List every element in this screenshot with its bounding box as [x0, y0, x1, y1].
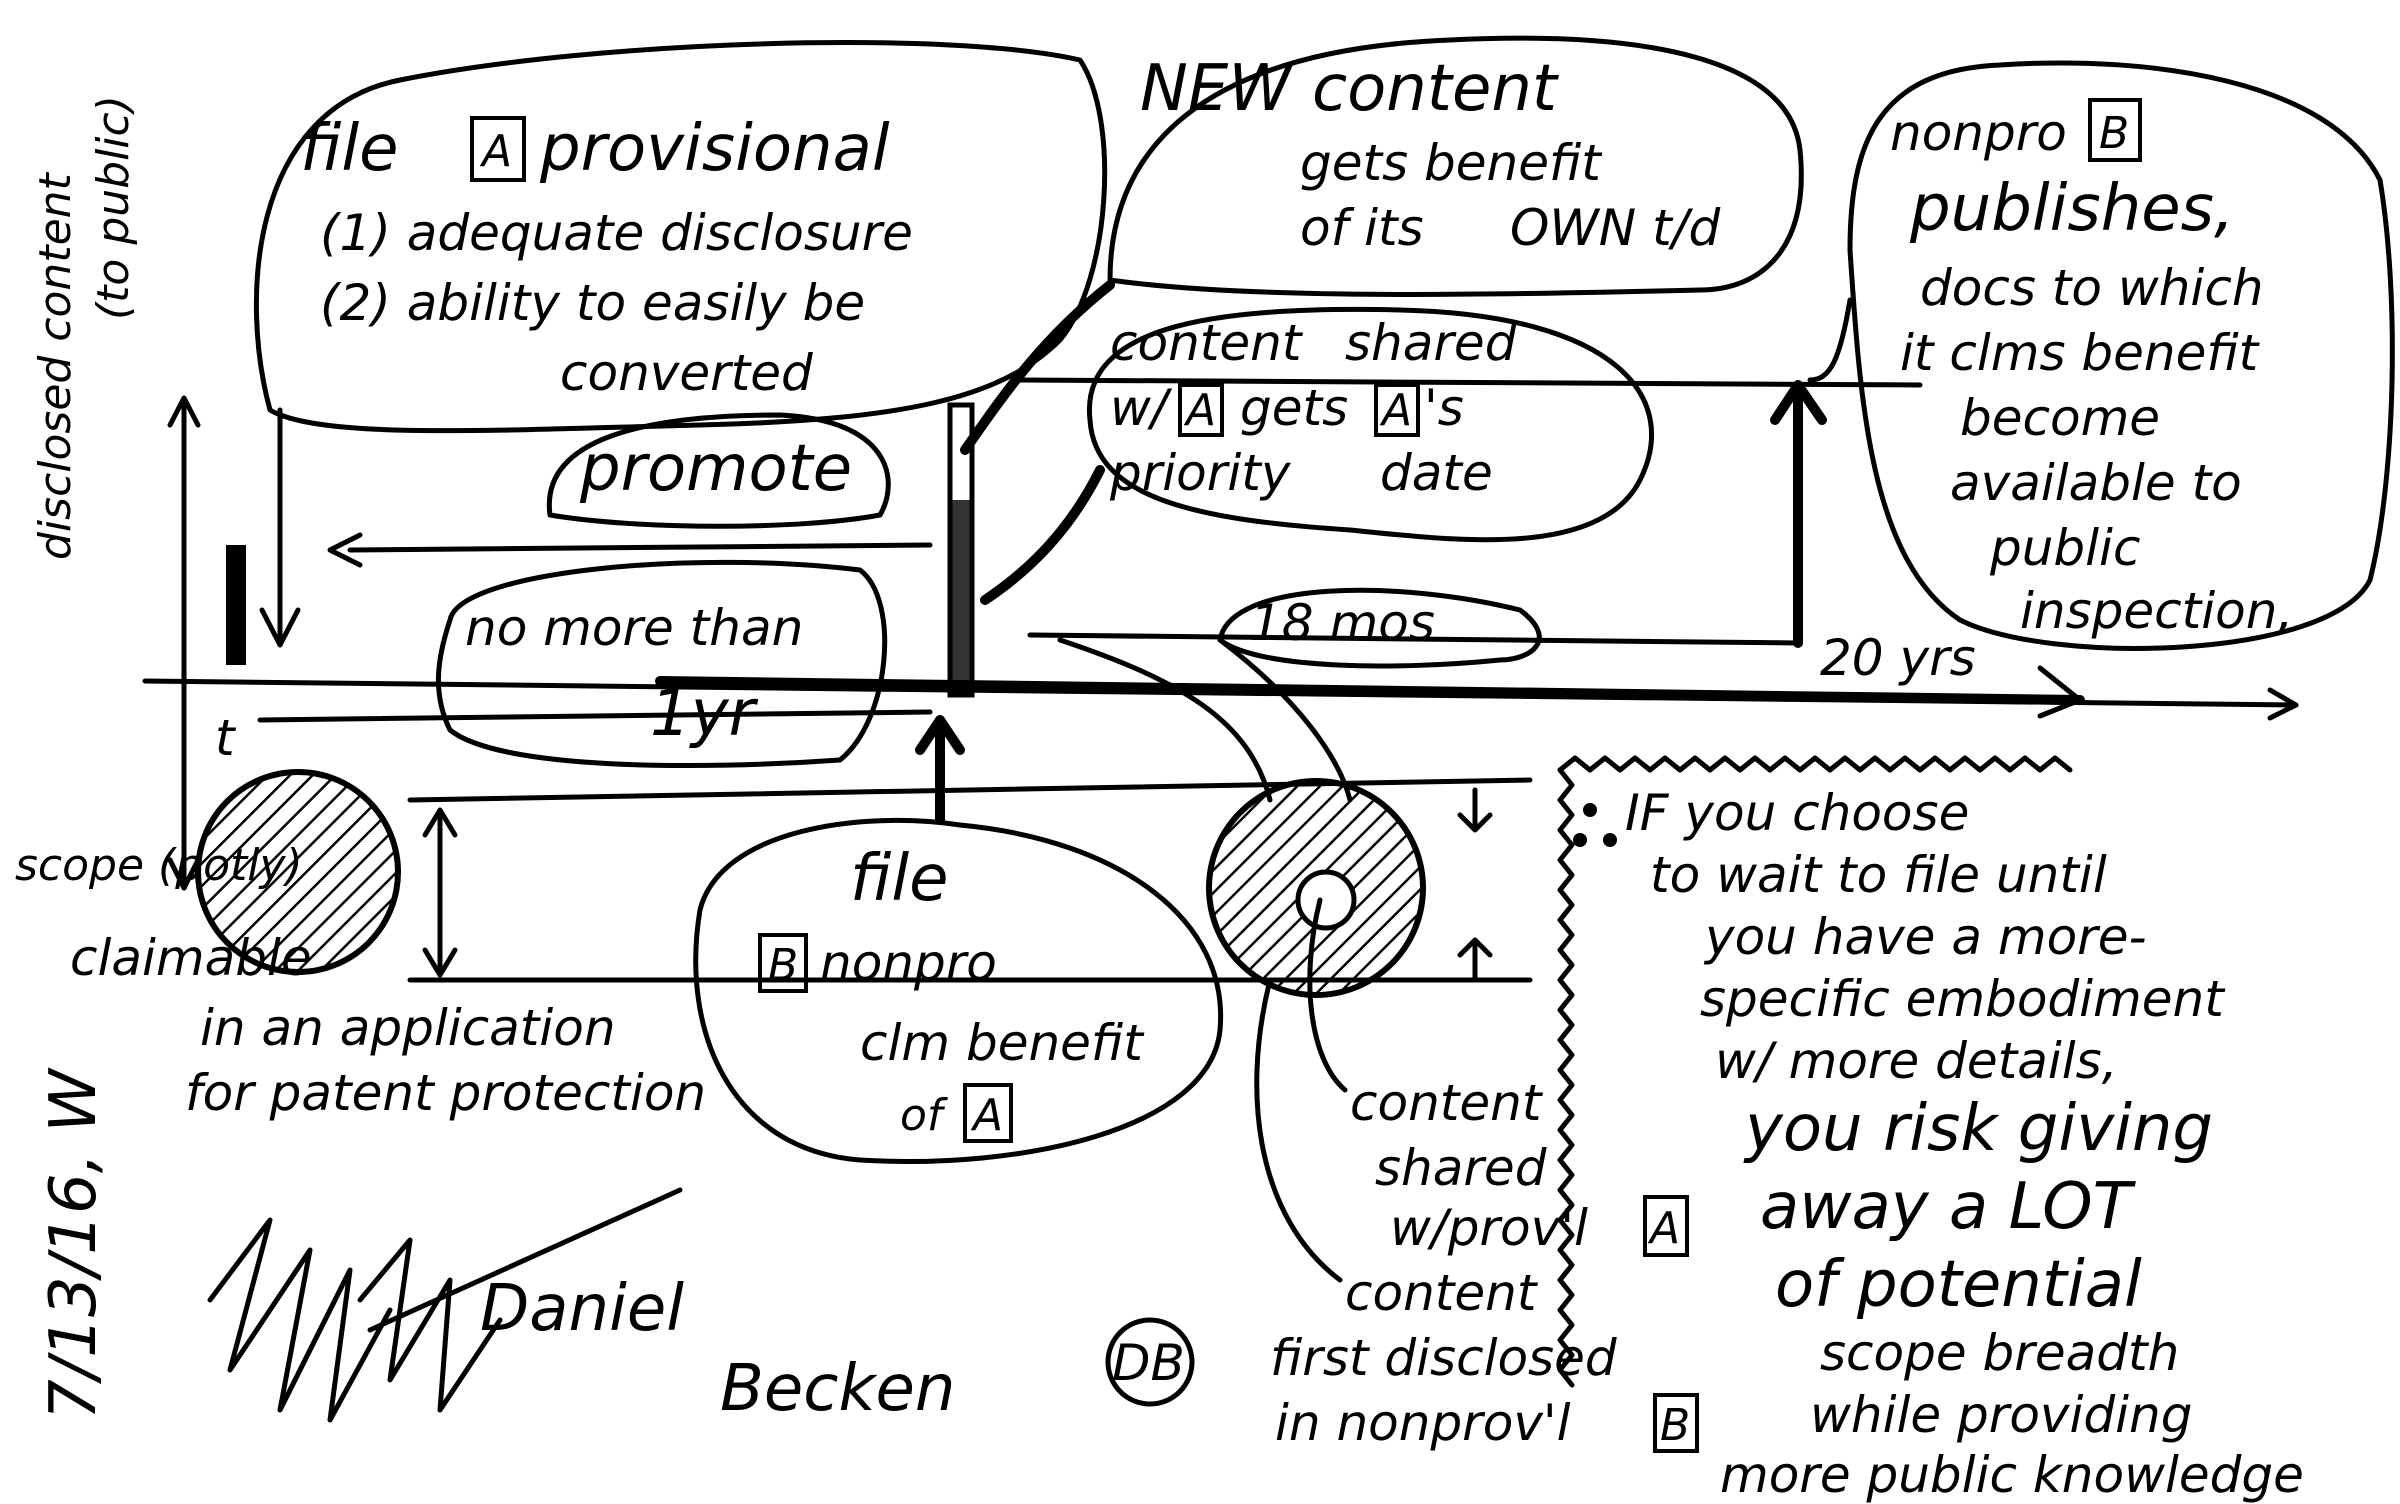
date-label: 7/13/16, W	[37, 1067, 111, 1420]
publish-line: it clms benefit	[1900, 324, 2261, 382]
scope-axis-label: scope (potly)	[15, 840, 303, 891]
signature-first-name: Daniel	[480, 1272, 684, 1346]
shared-line: gets	[1240, 379, 1348, 437]
new-content-line: gets benefit	[1300, 134, 1603, 192]
shared-line: content	[1110, 314, 1304, 372]
warning-line: specific embodiment	[1700, 970, 2226, 1028]
shared-prov-a-letter: A	[1647, 1203, 1680, 1254]
shared-prov-line: content	[1350, 1074, 1544, 1132]
new-content-line: NEW content	[1140, 52, 1560, 126]
warning-line: you have a more-	[1703, 908, 2147, 966]
publish-b-letter: B	[2099, 108, 2129, 159]
warning-line: more public knowledge	[1720, 1446, 2304, 1504]
warning-line: away a LOT	[1760, 1170, 2137, 1244]
y-axis-label: disclosed content	[30, 171, 81, 560]
warning-line: w/ more details,	[1715, 1032, 2118, 1090]
claimable-line: claimable	[70, 929, 312, 987]
file-nonpro-a-letter: A	[970, 1090, 1003, 1141]
publish-line: docs to which	[1920, 259, 2264, 317]
publish-line: publishes,	[1909, 172, 2234, 246]
provisional-file-label: file	[300, 112, 399, 186]
first-disclosed-line: first disclosed	[1270, 1329, 1617, 1387]
shared-a-letter-2: A	[1379, 385, 1412, 436]
file-nonpro-clm: clm benefit	[860, 1014, 1145, 1072]
publish-line: become	[1960, 389, 2160, 447]
publish-nonpro: nonpro	[1890, 104, 2067, 162]
publish-line: available to	[1950, 454, 2242, 512]
first-disclosed-line: in nonprov'l	[1275, 1394, 1571, 1452]
promote-label: promote	[579, 432, 852, 506]
provisional-a-letter: A	[479, 126, 512, 177]
grace-period-line2: 1yr	[650, 677, 759, 751]
file-nonpro-file: file	[850, 842, 949, 916]
shared-line: 's	[1424, 379, 1464, 437]
new-content-core	[1298, 872, 1354, 928]
file-nonpro-nonpro: nonpro	[820, 934, 997, 992]
new-content-line: of its	[1300, 199, 1424, 257]
grace-period-line1: no more than	[465, 599, 803, 657]
warning-line: of potential	[1775, 1248, 2142, 1322]
twenty-years-label: 20 yrs	[1820, 629, 1976, 687]
provisional-req2b: converted	[560, 344, 813, 402]
provisional-filing-bar	[226, 545, 246, 665]
warning-line: while providing	[1810, 1386, 2192, 1444]
first-disclosed-b-letter: B	[1660, 1400, 1690, 1451]
warning-line: you risk giving	[1743, 1092, 2213, 1166]
x-axis-label: t	[215, 709, 237, 767]
shared-line: date	[1380, 444, 1493, 502]
publish-line: inspection,	[2020, 582, 2293, 640]
first-disclosed-line: content	[1345, 1264, 1539, 1322]
nonprovisional-filing-hatch	[952, 500, 972, 690]
claimable-line: for patent protection	[185, 1064, 706, 1122]
file-nonpro-b-letter: B	[768, 940, 798, 991]
shared-a-letter: A	[1183, 385, 1216, 436]
provisional-req1: (1) adequate disclosure	[320, 204, 913, 262]
eighteen-months-label: 18 mos	[1250, 594, 1435, 652]
bullet-dot	[1573, 833, 1587, 847]
claimable-line: in an application	[200, 999, 616, 1057]
warning-line: scope breadth	[1820, 1324, 2179, 1382]
shared-line: w/	[1110, 379, 1173, 437]
signature-last-name: Becken	[720, 1352, 955, 1426]
shared-line: shared	[1345, 314, 1517, 372]
y-axis-label-paren: (to public)	[88, 95, 139, 320]
bullet-dot	[1603, 833, 1617, 847]
provisional-title: provisional	[539, 112, 890, 186]
publish-line: public	[1989, 519, 2140, 577]
warning-line: IF you choose	[1625, 784, 1969, 842]
shared-line: priority	[1109, 444, 1292, 502]
warning-line: to wait to file until	[1650, 846, 2107, 904]
shared-prov-line: w/prov'l	[1390, 1199, 1588, 1257]
new-content-line: OWN t/d	[1510, 199, 1721, 257]
initials-text: DB	[1112, 1334, 1185, 1392]
file-nonpro-of: of	[900, 1090, 949, 1141]
shared-prov-line: shared	[1375, 1139, 1547, 1197]
provisional-req2: (2) ability to easily be	[320, 274, 865, 332]
bullet-dot	[1583, 803, 1597, 817]
